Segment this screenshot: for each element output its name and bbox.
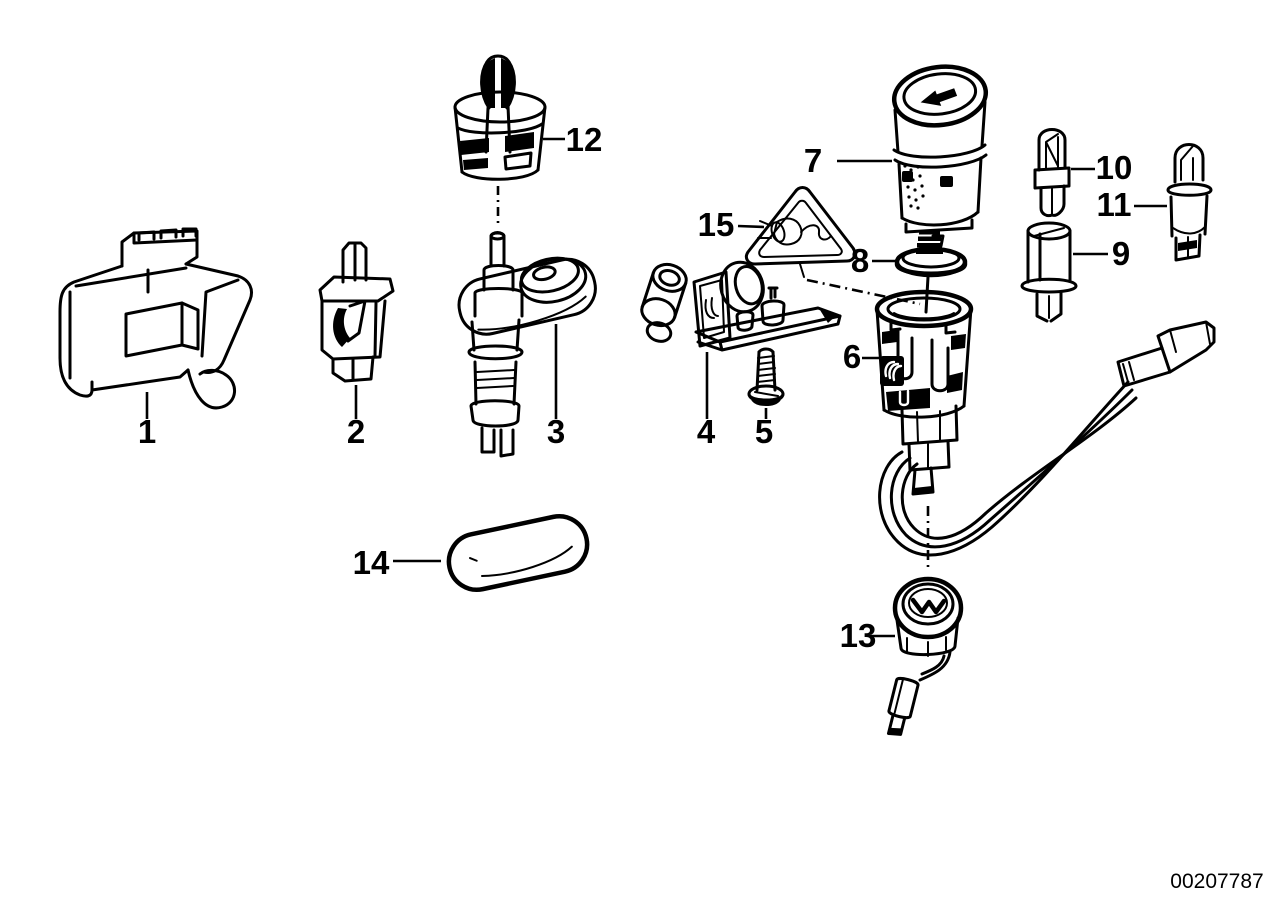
wire-harness <box>878 320 1216 570</box>
callout-5: 5 <box>755 413 773 450</box>
callout-9: 9 <box>1112 235 1130 272</box>
part-3-door-contact-switch <box>457 231 597 458</box>
leader-line-15 <box>737 224 765 229</box>
callout-2: 2 <box>347 413 365 450</box>
callout-8: 8 <box>851 242 869 279</box>
callout-14: 14 <box>353 544 390 581</box>
callout-3: 3 <box>547 413 565 450</box>
part-4-bracket <box>640 260 842 352</box>
part-14-lens <box>446 514 590 592</box>
callout-4: 4 <box>697 413 716 450</box>
part-9-bulb-holder <box>1020 221 1078 323</box>
callout-6: 6 <box>843 338 861 375</box>
part-10-bulb <box>1033 128 1071 218</box>
part-13-light-ring <box>886 576 964 736</box>
part-7-lighter-element <box>891 64 989 248</box>
part-2-push-switch <box>318 241 395 383</box>
callout-10: 10 <box>1096 149 1133 186</box>
callout-1: 1 <box>138 413 156 450</box>
electrical-plug-icon <box>757 217 832 246</box>
part-5-screw <box>747 347 785 406</box>
part-8-disc-spring <box>894 230 968 314</box>
callout-13: 13 <box>840 617 877 654</box>
callout-11: 11 <box>1097 186 1132 223</box>
part-11-bulb-socket <box>1166 143 1213 262</box>
callout-12: 12 <box>566 121 603 158</box>
part-12-clip <box>453 54 547 226</box>
wire-connector <box>1116 320 1216 388</box>
part-1-switch-housing <box>58 227 253 410</box>
callout-7: 7 <box>804 142 822 179</box>
callout-15: 15 <box>698 206 735 243</box>
image-number: 00207787 <box>1170 870 1263 893</box>
part-6-lighter-socket <box>874 289 974 496</box>
